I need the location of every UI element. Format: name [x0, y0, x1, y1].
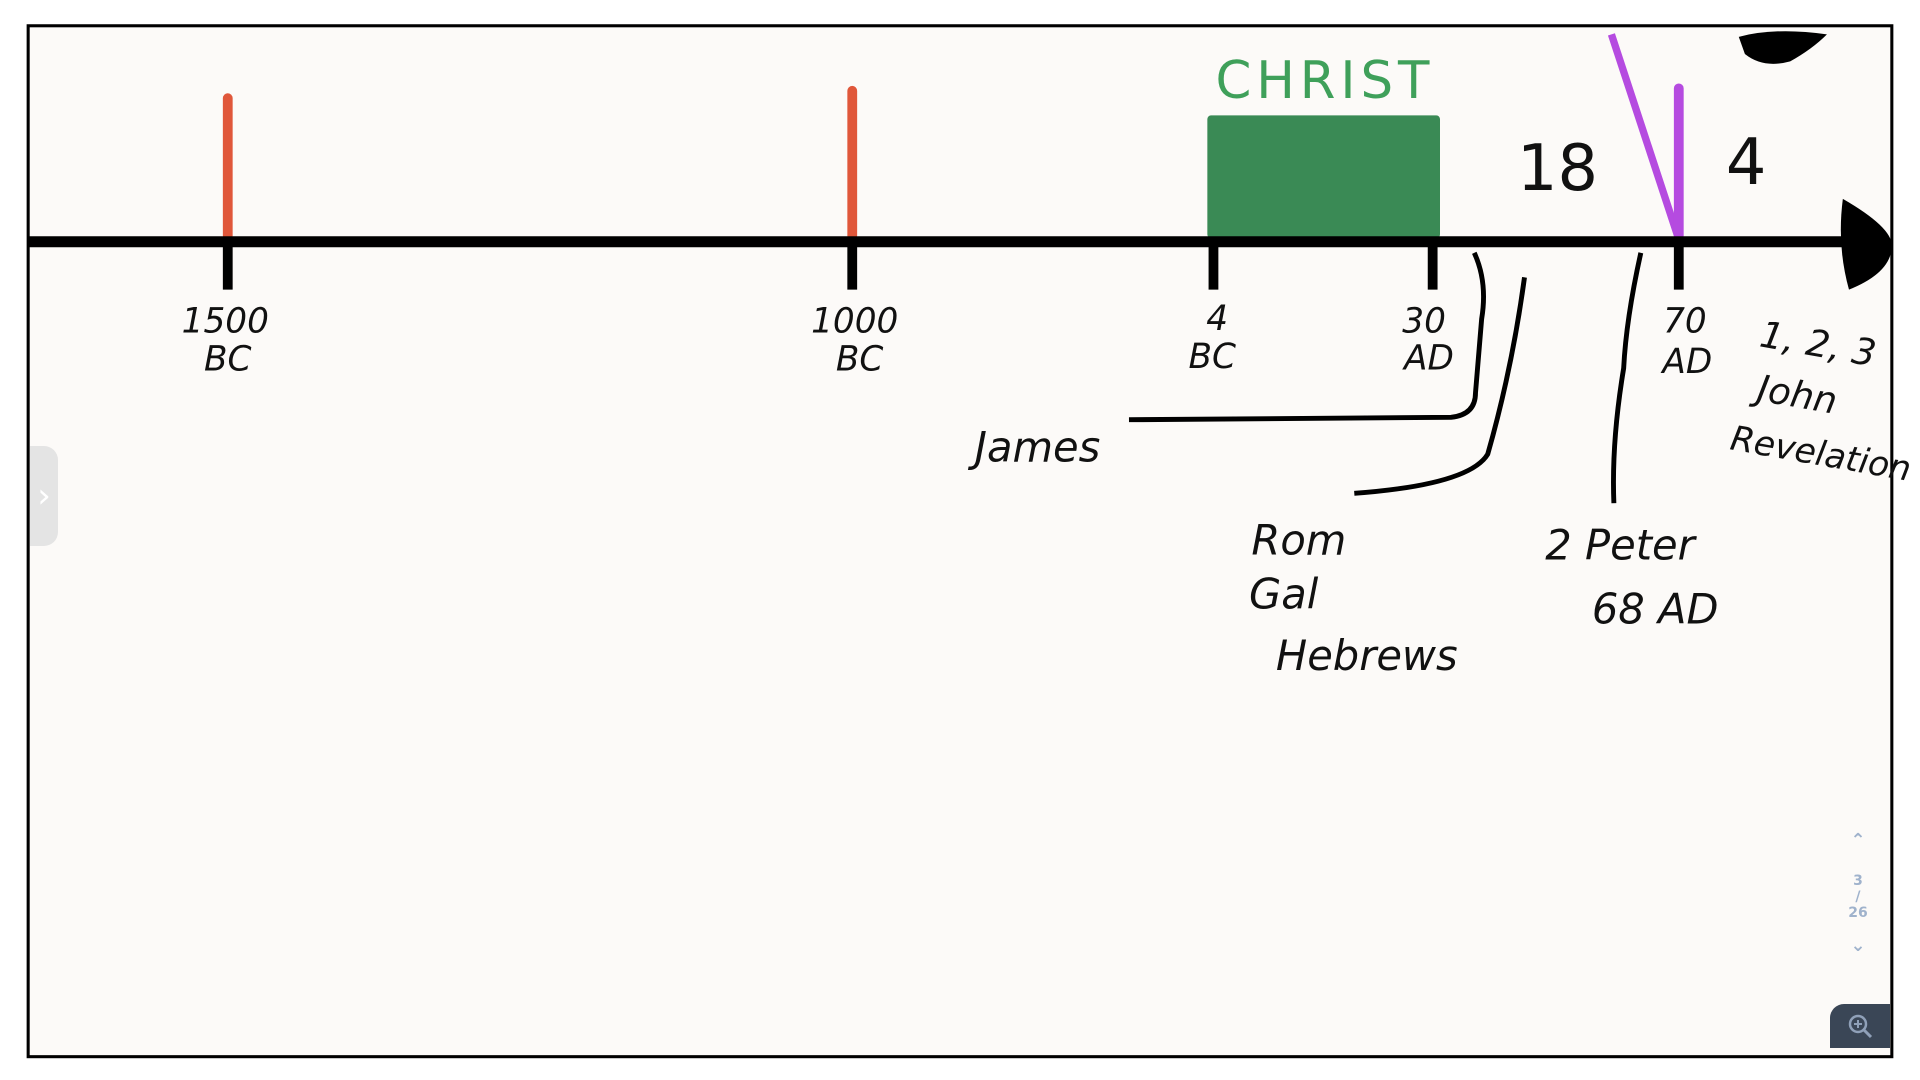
slide-frame — [26, 24, 1894, 1059]
total-pages: 26 — [1848, 905, 1868, 921]
tick-label-year: 1000 — [811, 302, 898, 342]
christ-period-block — [1207, 115, 1440, 239]
page-navigator: ⌃ 3 / 26 ⌄ — [1838, 830, 1878, 970]
chevron-down-icon[interactable]: ⌄ — [1850, 935, 1866, 956]
annotation-galatians: Gal — [1249, 570, 1319, 619]
annotation-2-peter-date: 68 AD — [1592, 584, 1719, 633]
current-page: 3 — [1853, 873, 1863, 889]
ink-blob — [1738, 31, 1827, 64]
annotation-james: James — [968, 422, 1101, 471]
annotation-romans: Rom — [1251, 516, 1346, 565]
zoom-in-icon — [1848, 1014, 1873, 1039]
tick-label-year: 30 — [1402, 302, 1446, 342]
axis-ticks — [222, 241, 1684, 290]
chevron-up-icon[interactable]: ⌃ — [1850, 830, 1866, 851]
count-4: 4 — [1726, 126, 1767, 200]
zoom-in-button[interactable] — [1830, 1004, 1890, 1048]
side-panel-toggle[interactable]: › — [30, 446, 58, 546]
christ-label: CHRIST — [1215, 51, 1434, 111]
count-18: 18 — [1517, 132, 1598, 206]
tick-label-era: AD — [1402, 338, 1454, 378]
annotation-2-peter: 2 Peter — [1545, 521, 1697, 570]
tick-label-era: BC — [1189, 337, 1236, 377]
tick-label-year: 4 — [1206, 299, 1228, 339]
annotation-hebrews: Hebrews — [1276, 631, 1458, 680]
page-separator: / — [1855, 889, 1861, 905]
tick-label-era: BC — [204, 340, 251, 380]
leader-lines — [1128, 251, 1644, 504]
tick-label-era: BC — [836, 340, 883, 380]
tick-label-year: 1500 — [182, 302, 269, 342]
tick-label-era: AD — [1660, 342, 1712, 382]
tick-label-year: 70 — [1663, 302, 1707, 342]
purple-slant-line — [1607, 33, 1682, 237]
chevron-right-icon: › — [37, 476, 51, 516]
arrow-head — [1840, 198, 1892, 290]
